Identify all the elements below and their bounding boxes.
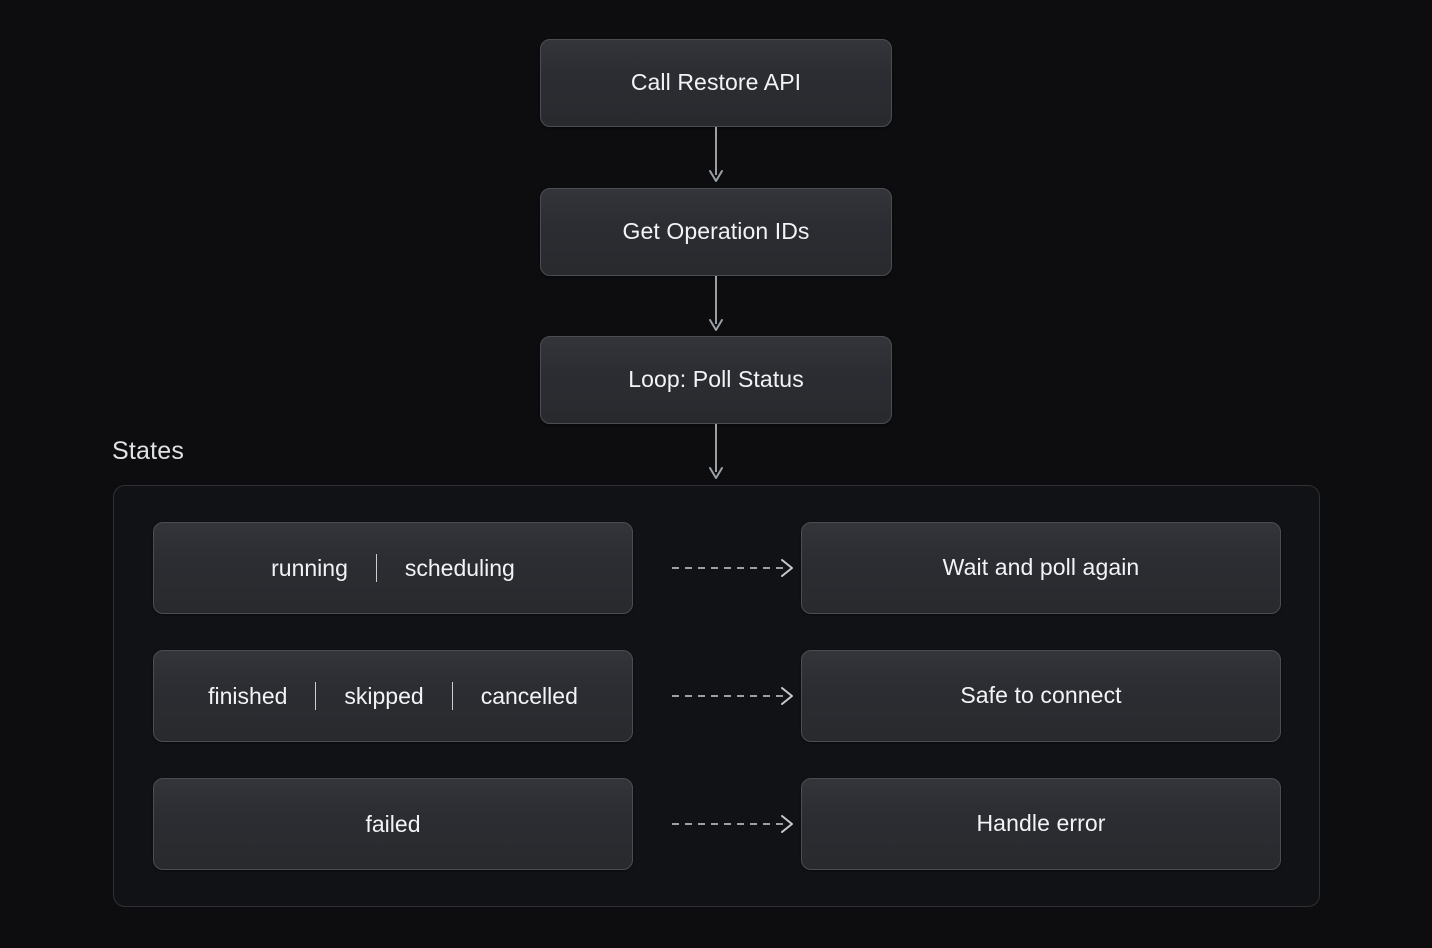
state-token: running [271, 554, 348, 581]
token-separator [375, 554, 377, 582]
states-group-container: running scheduling Wait and poll again f… [113, 485, 1320, 907]
state-token: failed [365, 810, 421, 837]
node-label: Safe to connect [960, 682, 1122, 709]
token-separator [451, 682, 453, 710]
node-call-restore-api[interactable]: Call Restore API [540, 39, 892, 127]
state-target-safe-to-connect[interactable]: Safe to connect [801, 650, 1281, 742]
node-get-operation-ids[interactable]: Get Operation IDs [540, 188, 892, 276]
state-target-handle-error[interactable]: Handle error [801, 778, 1281, 870]
state-token: skipped [344, 682, 424, 709]
node-loop-poll-status[interactable]: Loop: Poll Status [540, 336, 892, 424]
token-group: failed [338, 811, 449, 838]
states-group-label: States [112, 437, 185, 465]
state-target-wait-and-poll-again[interactable]: Wait and poll again [801, 522, 1281, 614]
state-source-finished-skipped-cancelled[interactable]: finished skipped cancelled [153, 650, 633, 742]
state-token: finished [208, 682, 288, 709]
token-group: finished skipped cancelled [180, 682, 606, 710]
arrow-get-operation-ids-to-loop-poll-status [709, 276, 723, 331]
state-source-running-scheduling[interactable]: running scheduling [153, 522, 633, 614]
token-group: running scheduling [243, 554, 543, 582]
arrow-loop-poll-status-to-states-group [709, 424, 723, 479]
state-token: scheduling [404, 554, 515, 581]
state-mapping-row: finished skipped cancelled Safe to conne… [114, 650, 1319, 742]
token-separator [315, 682, 317, 710]
state-source-failed[interactable]: failed [153, 778, 633, 870]
dashed-arrow-finished-skipped-cancelled-to-safe-to-connect [672, 687, 793, 705]
state-mapping-row: failed Handle error [114, 778, 1319, 870]
dashed-arrow-failed-to-handle-error [672, 815, 793, 833]
arrow-call-restore-api-to-get-operation-ids [709, 127, 723, 182]
state-token: cancelled [480, 682, 578, 709]
node-label: Loop: Poll Status [628, 366, 804, 393]
node-label: Handle error [976, 810, 1106, 837]
node-label: Wait and poll again [942, 554, 1140, 581]
dashed-arrow-running-scheduling-to-wait-and-poll-again [672, 559, 793, 577]
state-mapping-row: running scheduling Wait and poll again [114, 522, 1319, 614]
node-label: Get Operation IDs [622, 218, 810, 245]
node-label: Call Restore API [630, 69, 802, 96]
